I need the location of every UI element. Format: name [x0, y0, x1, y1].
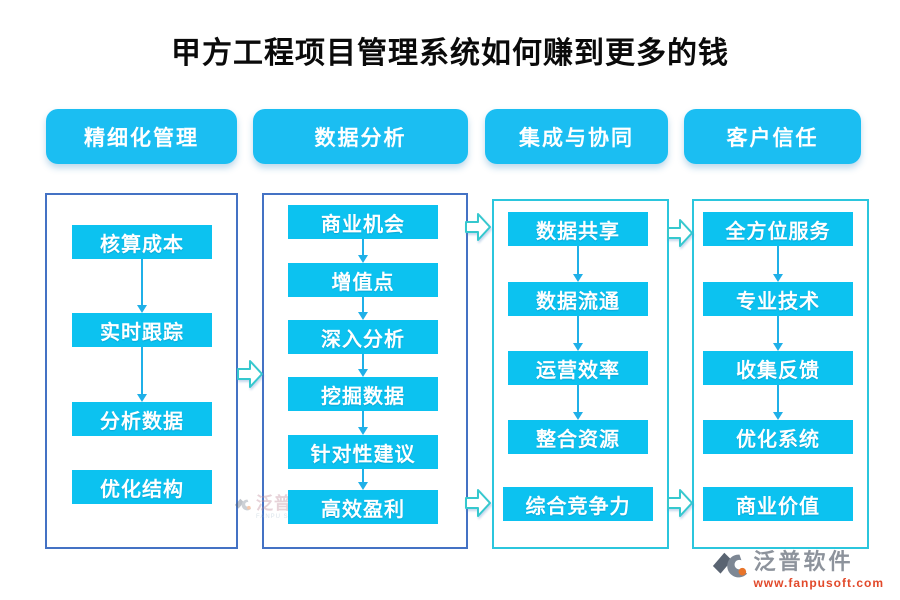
brand-url[interactable]: www.fanpusoft.com — [753, 576, 884, 590]
node-targeted-advice: 针对性建议 — [288, 435, 438, 469]
column-header-refined-management: 精细化管理 — [46, 109, 237, 164]
down-arrow — [358, 297, 368, 320]
node-realtime-tracking: 实时跟踪 — [72, 313, 212, 347]
right-flow-arrow — [465, 489, 491, 517]
fanpu-logo-icon — [234, 498, 252, 510]
node-data-sharing: 数据共享 — [508, 212, 648, 246]
node-value-added-point: 增值点 — [288, 263, 438, 297]
right-flow-arrow — [667, 219, 693, 247]
down-arrow — [358, 411, 368, 435]
node-professional-technology: 专业技术 — [703, 282, 853, 316]
node-cost-accounting: 核算成本 — [72, 225, 212, 259]
footer-brand: 泛普软件 www.fanpusoft.com — [711, 550, 884, 590]
right-flow-arrow — [465, 213, 491, 241]
down-arrow — [773, 246, 783, 282]
right-flow-arrow — [667, 489, 693, 517]
brand-name: 泛普软件 — [753, 549, 854, 574]
node-optimize-system: 优化系统 — [703, 420, 853, 454]
down-arrow — [137, 259, 147, 313]
node-deep-analysis: 深入分析 — [288, 320, 438, 354]
node-optimize-structure: 优化结构 — [72, 470, 212, 504]
down-arrow — [358, 469, 368, 490]
node-data-circulation: 数据流通 — [508, 282, 648, 316]
down-arrow — [573, 316, 583, 351]
node-operational-efficiency: 运营效率 — [508, 351, 648, 385]
node-business-value: 商业价值 — [703, 487, 853, 521]
right-flow-arrow — [237, 360, 263, 388]
down-arrow — [573, 246, 583, 282]
node-business-opportunity: 商业机会 — [288, 205, 438, 239]
page-title: 甲方工程项目管理系统如何赚到更多的钱 — [171, 36, 729, 71]
node-integrate-resources: 整合资源 — [508, 420, 648, 454]
node-comprehensive-competitiveness: 综合竞争力 — [503, 487, 653, 521]
column-header-data-analysis: 数据分析 — [253, 109, 468, 164]
node-collect-feedback: 收集反馈 — [703, 351, 853, 385]
down-arrow — [358, 354, 368, 377]
node-analyze-data: 分析数据 — [72, 402, 212, 436]
node-data-mining: 挖掘数据 — [288, 377, 438, 411]
column-header-integration-collaboration: 集成与协同 — [485, 109, 668, 164]
column-header-customer-trust: 客户信任 — [684, 109, 861, 164]
down-arrow — [573, 385, 583, 420]
down-arrow — [358, 239, 368, 263]
down-arrow — [773, 385, 783, 420]
node-efficient-profit: 高效盈利 — [288, 490, 438, 524]
down-arrow — [773, 316, 783, 351]
down-arrow — [137, 347, 147, 402]
fanpu-logo-icon — [713, 552, 748, 578]
node-allround-service: 全方位服务 — [703, 212, 853, 246]
